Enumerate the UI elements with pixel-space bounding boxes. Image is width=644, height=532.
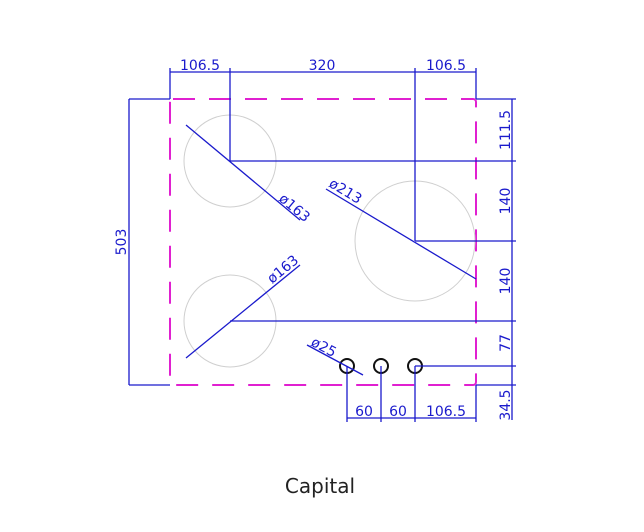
dimension-lines bbox=[128, 68, 516, 422]
dim-top-left: 106.5 bbox=[180, 58, 220, 74]
dim-dia-large: ø213 bbox=[326, 176, 364, 208]
dim-right-2: 140 bbox=[498, 188, 514, 215]
cutout-outline bbox=[169, 98, 477, 386]
dim-dia-knob: ø25 bbox=[308, 334, 339, 361]
dim-dia-bottom-left: ø163 bbox=[264, 252, 301, 287]
dim-bottom-3: 106.5 bbox=[426, 404, 466, 420]
dim-right-3: 140 bbox=[498, 268, 514, 295]
dim-right-4: 77 bbox=[498, 334, 514, 352]
dim-bottom-2: 60 bbox=[389, 404, 407, 420]
dim-top-right: 106.5 bbox=[426, 58, 466, 74]
dim-overall-height: 503 bbox=[114, 229, 130, 256]
dim-top-middle: 320 bbox=[309, 58, 336, 74]
dim-right-5: 34.5 bbox=[498, 389, 514, 420]
dim-dia-top-left: ø163 bbox=[275, 191, 312, 226]
dim-right-1: 111.5 bbox=[498, 110, 514, 150]
dim-bottom-1: 60 bbox=[355, 404, 373, 420]
caption: Capital bbox=[285, 474, 355, 498]
